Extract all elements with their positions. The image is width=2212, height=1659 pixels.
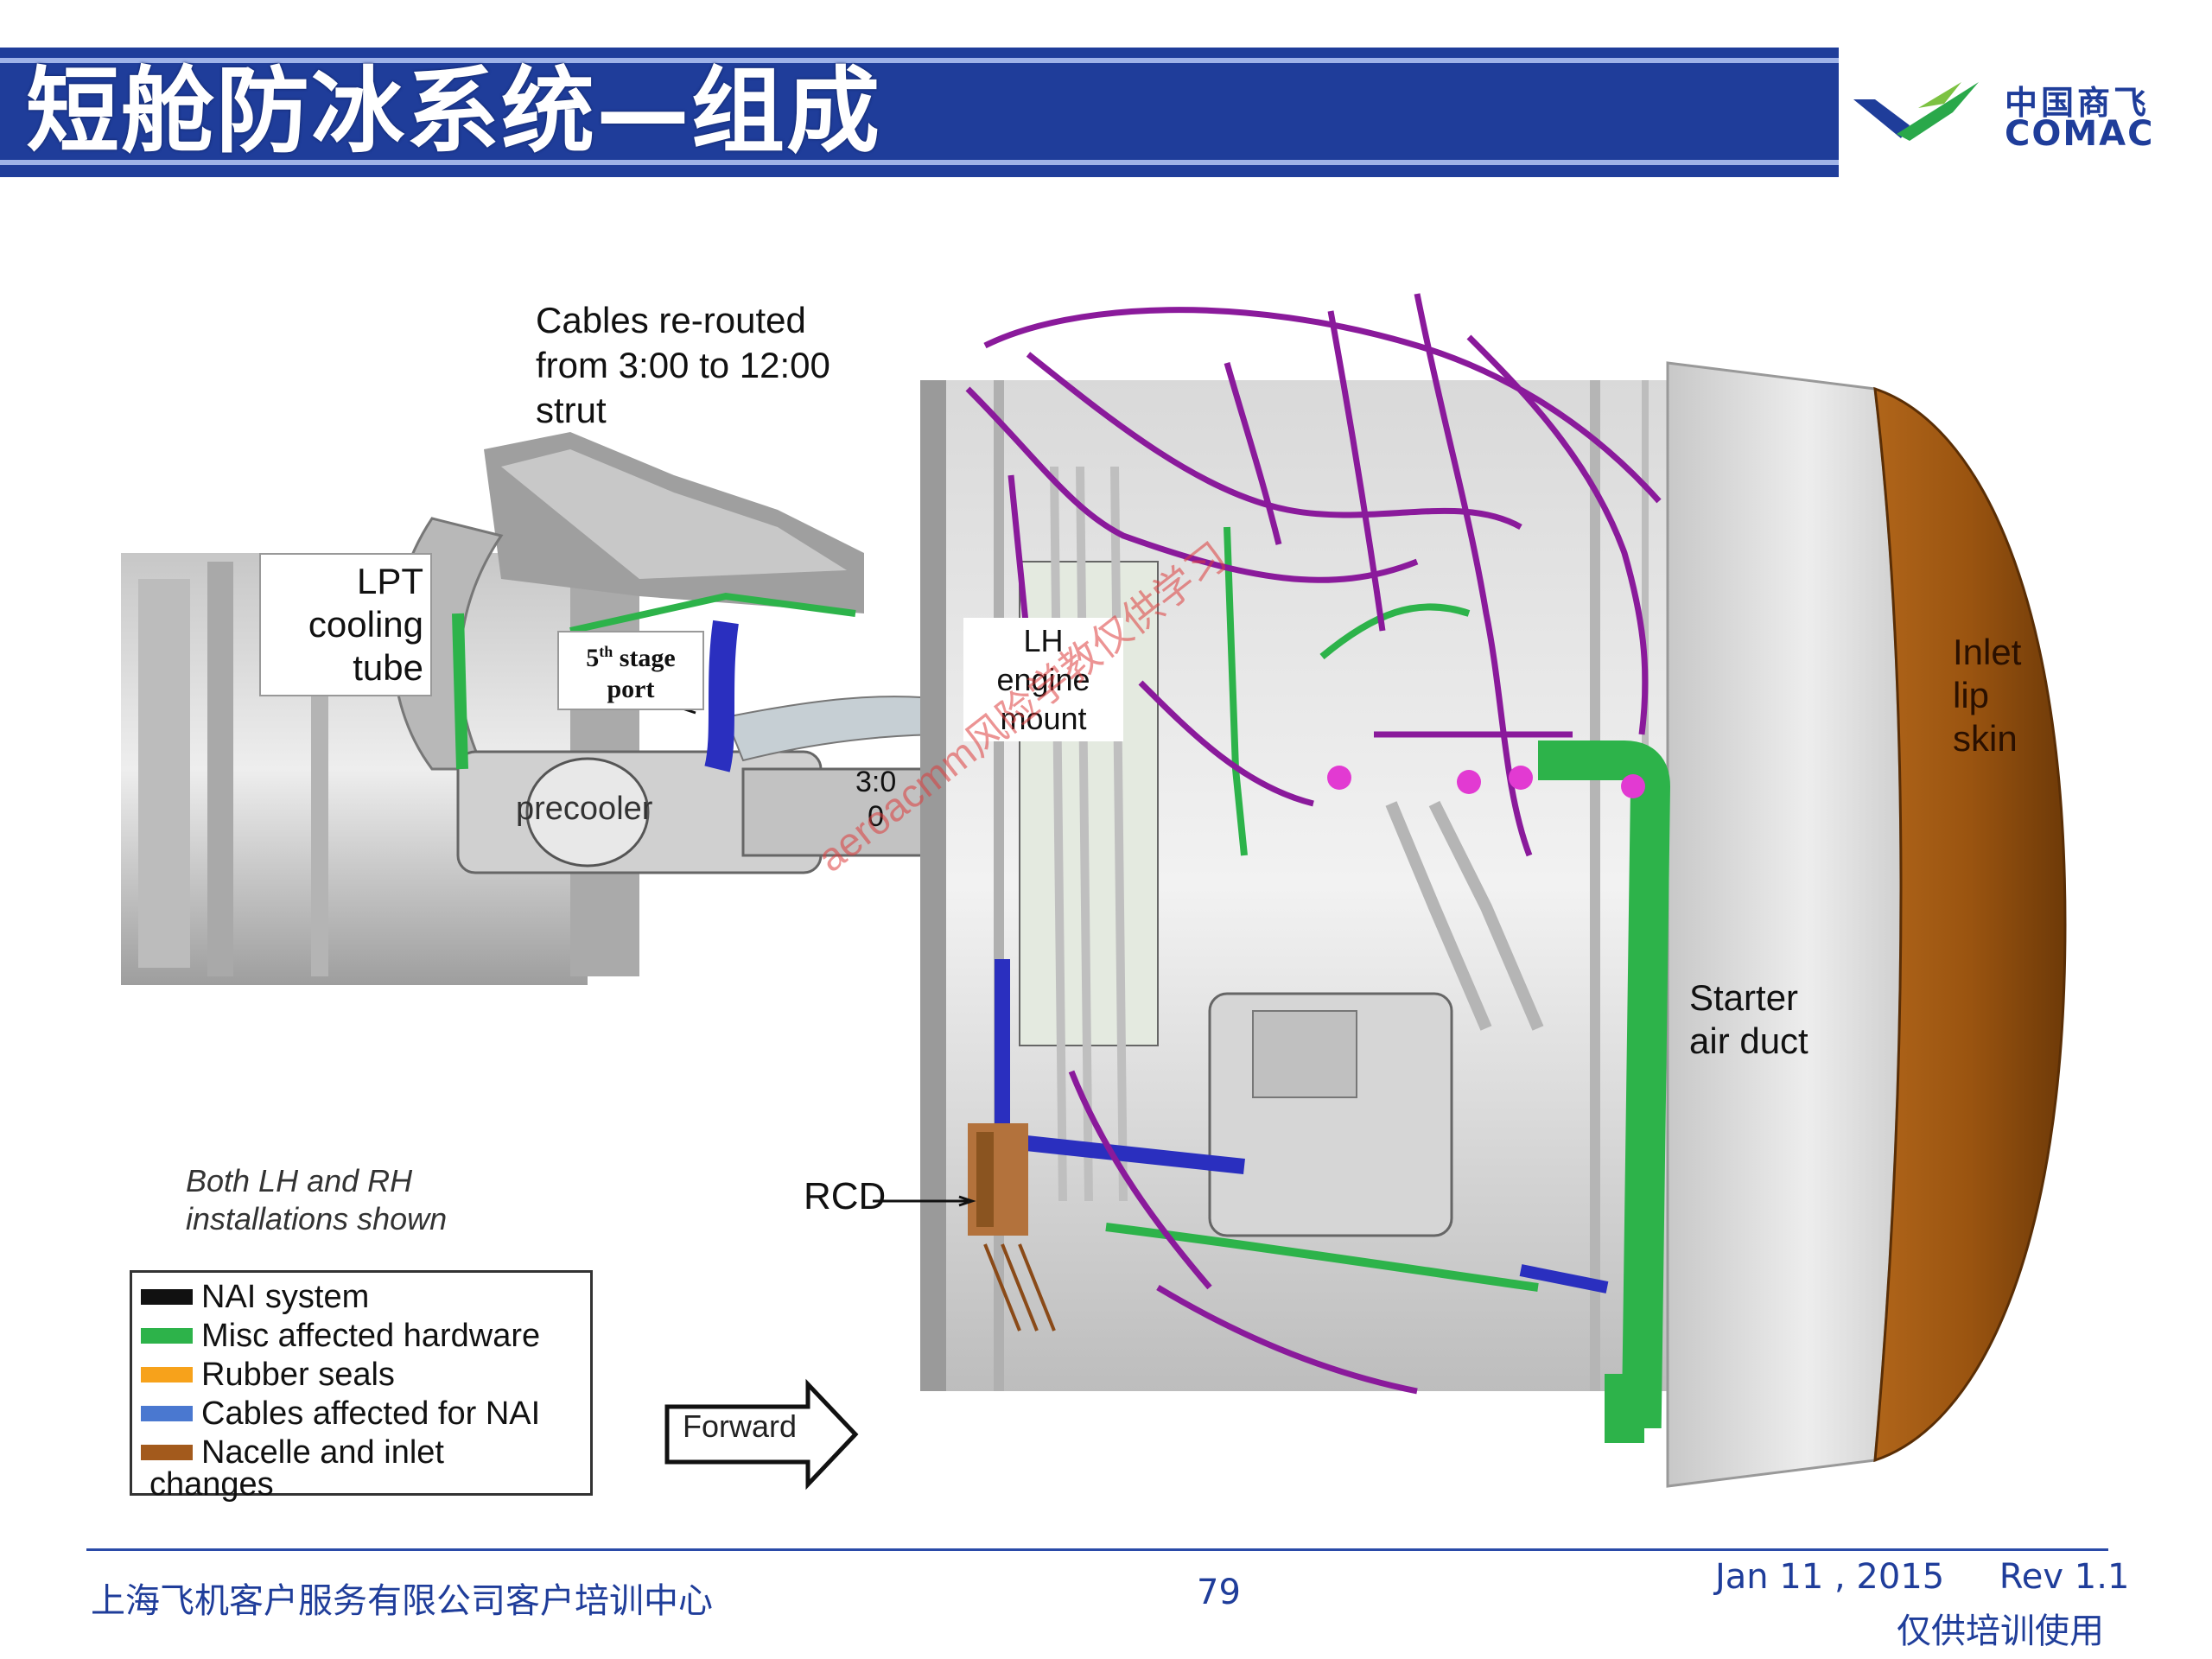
page-number: 79 [1197, 1573, 1241, 1612]
legend-swatch-rubber [141, 1367, 193, 1382]
legend-item: NAI system [141, 1279, 369, 1315]
starter-air-duct-label: Starter air duct [1689, 977, 1808, 1061]
footer-divider [86, 1548, 2108, 1551]
comac-logo: 中国商飞 COMAC [1849, 60, 2195, 173]
legend-swatch-cables [141, 1406, 193, 1421]
header-stripe-bottom [0, 160, 1839, 165]
legend-swatch-nai [141, 1289, 193, 1305]
footer-date-rev: Jan 11 , 2015 Rev 1.1 [1715, 1557, 2130, 1597]
footer-company: 上海飞机客户服务有限公司客户培训中心 [91, 1581, 713, 1621]
rcd-label: RCD [804, 1175, 887, 1217]
header-bar [0, 48, 1839, 177]
cables-rerouted-label: Cables re-routed from 3:00 to 12:00 stru… [536, 300, 830, 430]
comac-logo-mark-icon [1853, 82, 1979, 141]
engine-illustration [121, 293, 2067, 1491]
lpt-cooling-tube-label: LPT cooling tube [259, 553, 432, 696]
engine-diagram: Cables re-routed from 3:00 to 12:00 stru… [121, 251, 2074, 1503]
color-legend: NAI system Misc affected hardware Rubber… [130, 1270, 593, 1503]
legend-item: Cables affected for NAI [141, 1395, 540, 1432]
fifth-stage-port-label: 5th stage port [557, 631, 704, 710]
header-stripe-top [0, 58, 1839, 63]
both-installations-label: Both LH and RH installations shown [186, 1163, 448, 1236]
clock-position-label: 3:0 0 [855, 766, 897, 833]
legend-item: Nacelle and inlet [141, 1434, 444, 1471]
legend-item: Rubber seals [141, 1357, 395, 1393]
precooler-label: precooler [516, 791, 653, 827]
footer-usage-note: 仅供培训使用 [1897, 1611, 2104, 1651]
legend-overflow-text: changes [149, 1466, 274, 1503]
legend-swatch-nacelle [141, 1445, 193, 1460]
inlet-lip-skin-label: Inlet lip skin [1953, 632, 2022, 759]
forward-arrow-label: Forward [683, 1408, 798, 1444]
lh-engine-mount-label: LH engine mount [963, 618, 1123, 741]
logo-english-text: COMAC [2005, 114, 2155, 154]
legend-item: Misc affected hardware [141, 1318, 540, 1354]
page-title: 短舱防冰系统—组成 [26, 58, 882, 166]
logo-chinese-text: 中国商飞 [2005, 84, 2151, 122]
legend-swatch-misc [141, 1328, 193, 1344]
